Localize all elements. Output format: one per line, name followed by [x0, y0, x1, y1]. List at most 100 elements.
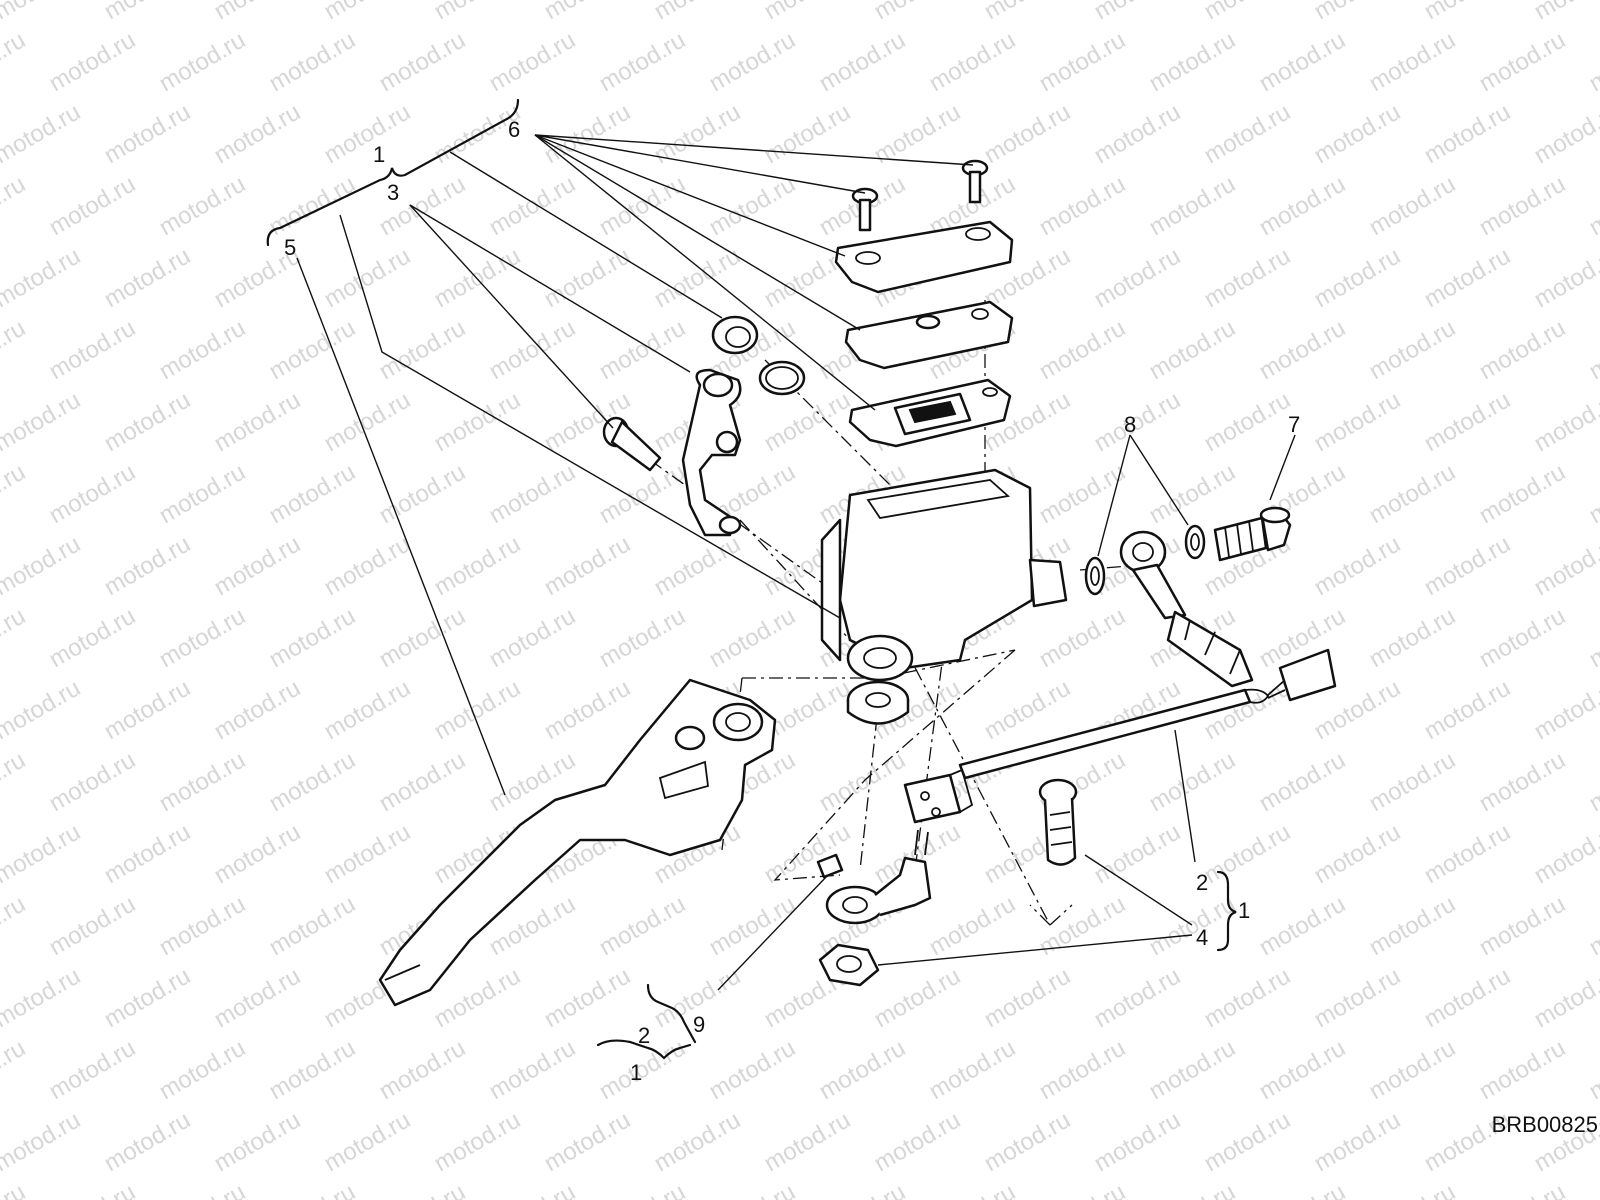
watermark-text: motod.ru — [0, 674, 85, 745]
watermark-text: motod.ru — [1475, 1178, 1571, 1200]
watermark-text: motod.ru — [1530, 818, 1600, 889]
watermark-text: motod.ru — [100, 962, 196, 1033]
watermark-text: motod.ru — [485, 458, 581, 529]
callout-3: 3 — [387, 180, 399, 205]
watermark-text: motod.ru — [1530, 674, 1600, 745]
watermark-text: motod.ru — [1310, 0, 1406, 25]
watermark-text: motod.ru — [265, 1178, 361, 1200]
watermark-text: motod.ru — [100, 1106, 196, 1177]
watermark-text: motod.ru — [1090, 818, 1186, 889]
watermark-text: motod.ru — [1420, 962, 1516, 1033]
watermark-text: motod.ru — [1420, 530, 1516, 601]
watermark-text: motod.ru — [925, 1034, 1021, 1105]
watermark-text: motod.ru — [320, 1106, 416, 1177]
watermark-text: motod.ru — [1035, 26, 1131, 97]
callout-6: 6 — [508, 117, 520, 142]
watermark-text: motod.ru — [650, 530, 746, 601]
watermark-text: motod.ru — [485, 1034, 581, 1105]
watermark-text: motod.ru — [595, 602, 691, 673]
watermark-text: motod.ru — [320, 98, 416, 169]
watermark-text: motod.ru — [430, 386, 526, 457]
diaphragm — [848, 378, 1012, 448]
clamp-screw — [602, 416, 662, 472]
watermark-text: motod.ru — [1585, 458, 1600, 529]
watermark-text: motod.ru — [0, 0, 85, 25]
watermark-text: motod.ru — [0, 458, 30, 529]
watermark-text: motod.ru — [980, 962, 1076, 1033]
watermark-text: motod.ru — [1200, 98, 1296, 169]
watermark-text: motod.ru — [430, 242, 526, 313]
watermark-text: motod.ru — [595, 890, 691, 961]
watermark-text: motod.ru — [1475, 26, 1571, 97]
watermark-text: motod.ru — [1475, 170, 1571, 241]
watermark-text: motod.ru — [1090, 962, 1186, 1033]
watermark-text: motod.ru — [1035, 1034, 1131, 1105]
watermark-text: motod.ru — [1035, 1178, 1131, 1200]
watermark-text: motod.ru — [210, 98, 306, 169]
watermark-text: motod.ru — [100, 386, 196, 457]
watermark-text: motod.ru — [155, 1034, 251, 1105]
watermark-text: motod.ru — [1145, 890, 1241, 961]
watermark-text: motod.ru — [1310, 98, 1406, 169]
watermark-text: motod.ru — [0, 1178, 30, 1200]
watermark-text: motod.ru — [265, 890, 361, 961]
watermark-text: motod.ru — [1310, 242, 1406, 313]
watermark-text: motod.ru — [705, 602, 801, 673]
watermark-text: motod.ru — [265, 746, 361, 817]
reservoir-cover — [834, 220, 1014, 294]
watermark-text: motod.ru — [815, 1034, 911, 1105]
watermark-text: motod.ru — [0, 818, 85, 889]
watermark-text: motod.ru — [760, 98, 856, 169]
watermark-text: motod.ru — [100, 530, 196, 601]
watermark-text: motod.ru — [1585, 314, 1600, 385]
watermark-text: motod.ru — [595, 1178, 691, 1200]
watermark-text: motod.ru — [45, 1034, 141, 1105]
watermark-text: motod.ru — [1310, 818, 1406, 889]
watermark-text: motod.ru — [1530, 98, 1600, 169]
watermark-text: motod.ru — [1585, 170, 1600, 241]
copper-washer-right — [1184, 524, 1206, 560]
watermark-text: motod.ru — [815, 746, 911, 817]
callout-1-right: 1 — [1238, 898, 1250, 923]
watermark-text: motod.ru — [265, 170, 361, 241]
watermark-text: motod.ru — [1365, 746, 1461, 817]
watermark-text: motod.ru — [540, 98, 636, 169]
pivot-bushing — [846, 680, 910, 725]
watermark-text: motod.ru — [1420, 98, 1516, 169]
brake-light-switch — [903, 768, 974, 824]
watermark-text: motod.ru — [0, 1034, 30, 1105]
leader-lines — [296, 134, 1296, 991]
watermark-text: motod.ru — [1530, 530, 1600, 601]
watermark-text: motod.ru — [1200, 386, 1296, 457]
watermark-text: motod.ru — [815, 26, 911, 97]
watermark-text: motod.ru — [925, 1178, 1021, 1200]
watermark-text: motod.ru — [1585, 746, 1600, 817]
callout-labels: 1 3 5 6 8 7 2 1 4 9 2 1 — [284, 117, 1300, 1085]
callout-1-bottom: 1 — [630, 1060, 642, 1085]
watermark-text: motod.ru — [1365, 1178, 1461, 1200]
diagram-reference-code: BRB00825 — [1492, 1112, 1598, 1137]
callout-8: 8 — [1124, 412, 1136, 437]
switch-cable — [958, 648, 1337, 780]
watermark-text: motod.ru — [1200, 818, 1296, 889]
watermark-text: motod.ru — [1475, 890, 1571, 961]
watermark-text: motod.ru — [1035, 170, 1131, 241]
watermark-text: motod.ru — [100, 242, 196, 313]
watermark-text: motod.ru — [1420, 0, 1516, 25]
watermark-text: motod.ru — [265, 458, 361, 529]
watermark-text: motod.ru — [1200, 242, 1296, 313]
watermark-text: motod.ru — [1310, 962, 1406, 1033]
watermark-text: motod.ru — [430, 0, 526, 25]
watermark-text: motod.ru — [925, 890, 1021, 961]
watermark-text: motod.ru — [595, 458, 691, 529]
watermark-text: motod.ru — [210, 530, 306, 601]
watermark-text: motod.ru — [1310, 530, 1406, 601]
watermark-text: motod.ru — [0, 746, 30, 817]
watermark-text: motod.ru — [485, 26, 581, 97]
watermark-text: motod.ru — [1365, 890, 1461, 961]
watermark-text: motod.ru — [925, 26, 1021, 97]
watermark-text: motod.ru — [1365, 314, 1461, 385]
watermark-text: motod.ru — [0, 962, 85, 1033]
watermark-text: motod.ru — [0, 890, 30, 961]
